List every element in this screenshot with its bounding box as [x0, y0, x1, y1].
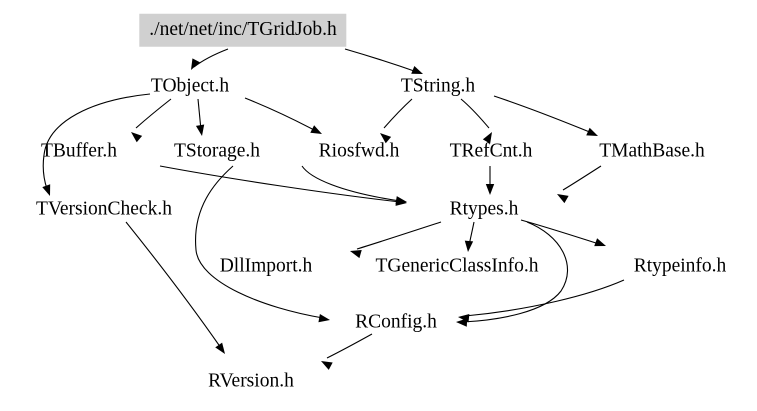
- edge-riosfwd-to-rtypes: [301, 165, 401, 202]
- arrowhead-rtypes-to-rtypeinfo: [594, 238, 606, 247]
- arrowhead-tobject-to-tstorage: [195, 124, 205, 136]
- arrowhead-tversioncheck-to-rversion: [215, 342, 225, 354]
- graph-node-tstring[interactable]: TString.h: [400, 75, 476, 97]
- graph-node-rversion[interactable]: RVersion.h: [208, 370, 294, 392]
- edge-rtypes-to-dllimport: [356, 221, 442, 250]
- graph-node-riosfwd[interactable]: Riosfwd.h: [318, 140, 400, 162]
- arrowhead-tstring-to-riosfwd: [380, 133, 392, 144]
- graph-node-trefcnt[interactable]: TRefCnt.h: [449, 140, 533, 162]
- graph-node-tversioncheck[interactable]: TVersionCheck.h: [36, 198, 172, 220]
- arrowhead-tobject-to-riosfwd: [310, 125, 322, 134]
- graph-node-rconfig[interactable]: RConfig.h: [355, 311, 437, 333]
- arrowhead-tmathbase-to-rtypes: [557, 194, 569, 204]
- edge-rtypeinfo-to-rconfig: [464, 279, 625, 317]
- arrowhead-root-to-tstring: [411, 65, 423, 74]
- edge-tobject-to-tbuffer: [135, 98, 172, 129]
- edge-tobject-to-riosfwd: [244, 97, 317, 132]
- edge-root-to-tstring: [344, 48, 418, 73]
- arrowhead-riosfwd-to-rtypes: [395, 196, 407, 205]
- graph-node-root[interactable]: ./net/net/inc/TGridJob.h: [139, 13, 347, 47]
- edge-tversioncheck-to-rversion: [125, 221, 222, 349]
- graph-node-tbuffer[interactable]: TBuffer.h: [40, 140, 118, 162]
- arrowhead-tstring-to-tmathbase: [586, 127, 598, 136]
- arrowhead-rconfig-to-rversion: [321, 361, 333, 370]
- graph-node-dllimport[interactable]: DllImport.h: [219, 255, 313, 277]
- edges-group: [42, 48, 625, 370]
- edge-tstring-to-tmathbase: [493, 95, 593, 134]
- edge-tstring-to-riosfwd: [383, 98, 413, 129]
- arrowhead-tobject-to-tversioncheck: [42, 184, 51, 196]
- graph-node-tgenericclassinfo[interactable]: TGenericClassInfo.h: [375, 255, 539, 277]
- edge-root-to-tobject: [193, 48, 229, 68]
- edge-tmathbase-to-rtypes: [562, 165, 602, 191]
- graph-node-tstorage[interactable]: TStorage.h: [173, 140, 261, 162]
- arrowhead-rtypes-to-dllimport: [350, 249, 362, 259]
- arrowhead-tstring-to-trefcnt: [482, 132, 492, 144]
- arrowhead-rtypeinfo-to-rconfig: [458, 313, 470, 323]
- arrowhead-trefcnt-to-rtypes: [485, 184, 495, 195]
- graph-node-rtypes[interactable]: Rtypes.h: [449, 198, 519, 220]
- arrowhead-tobject-to-tbuffer: [131, 132, 143, 143]
- edge-tstorage-to-rtypes: [159, 165, 401, 203]
- arrowhead-root-to-tobject: [191, 58, 200, 70]
- graph-node-tobject[interactable]: TObject.h: [150, 75, 230, 97]
- edge-tstorage-to-rconfig: [195, 165, 324, 319]
- arrowhead-rtypes-to-tgenericclassinfo: [464, 240, 474, 252]
- edge-rtypes-to-rtypeinfo: [520, 219, 600, 245]
- arrowhead-tstorage-to-rconfig: [318, 313, 330, 323]
- graph-node-rtypeinfo[interactable]: Rtypeinfo.h: [633, 255, 727, 277]
- edge-rconfig-to-rversion: [326, 333, 373, 359]
- edge-tobject-to-tversioncheck: [42, 93, 151, 190]
- graph-node-tmathbase[interactable]: TMathBase.h: [599, 140, 705, 162]
- edge-tstring-to-trefcnt: [460, 98, 490, 129]
- edge-rtypes-to-rconfig: [462, 221, 569, 323]
- arrowhead-rtypes-to-rconfig: [456, 318, 468, 327]
